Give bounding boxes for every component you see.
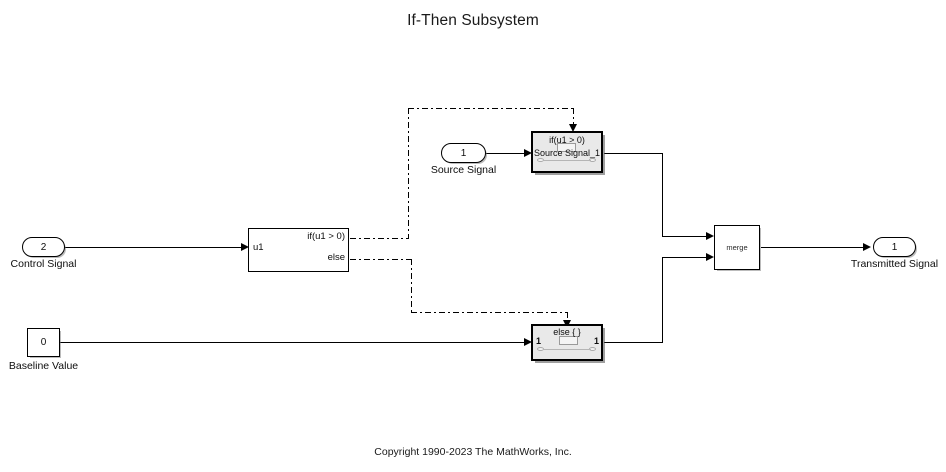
inport-source-signal-caption: Source Signal: [430, 164, 497, 176]
wire-control-signal-to-if-block: [62, 247, 245, 248]
constant-baseline-value[interactable]: 0: [27, 328, 60, 357]
action-wire-if-seg4: [573, 108, 574, 126]
if-action-subsystem-name-label: Source Signal_1: [533, 148, 601, 158]
arrowhead-merge-in2: [706, 252, 714, 261]
outport-transmitted-signal[interactable]: 1: [873, 237, 916, 257]
arrowhead-outport-transmitted: [863, 242, 871, 251]
constant-baseline-value-text: 0: [40, 337, 47, 348]
merge-block[interactable]: merge: [714, 225, 760, 270]
if-block-output-label-else: else: [327, 252, 345, 263]
wire-else-subsystem-out-v: [662, 257, 663, 343]
arrowhead-if-subsystem-in: [524, 148, 532, 157]
arrowhead-merge-in1: [706, 231, 714, 240]
else-action-subsystem-in-port-label: 1: [536, 336, 542, 346]
constant-baseline-value-caption: Baseline Value: [8, 360, 79, 372]
if-action-subsystem-condition-label: if(u1 > 0): [549, 135, 585, 145]
else-action-subsystem-condition-label: else { }: [553, 327, 581, 337]
action-wire-else-seg3: [411, 312, 568, 313]
wire-merge-to-outport: [761, 247, 865, 248]
else-action-subsystem-inner-line: [543, 349, 591, 350]
wire-to-merge-in2: [662, 257, 708, 258]
if-action-subsystem[interactable]: [531, 131, 603, 173]
wire-else-subsystem-out-h: [604, 342, 663, 343]
action-wire-else-seg2: [411, 259, 412, 313]
inport-source-signal-number: 1: [460, 147, 467, 159]
action-wire-else-seg4: [567, 312, 568, 322]
action-wire-if-seg3: [408, 108, 574, 109]
inport-control-signal-caption: Control Signal: [10, 258, 77, 270]
action-wire-if-seg2: [408, 108, 409, 239]
else-action-subsystem-out-port-label: 1: [594, 336, 600, 346]
arrowhead-if-action-port: [568, 124, 577, 132]
inport-source-signal[interactable]: 1: [441, 143, 486, 163]
else-action-subsystem[interactable]: [531, 324, 603, 361]
if-block-output-label-if: if(u1 > 0): [307, 231, 345, 242]
inport-control-signal[interactable]: 2: [22, 237, 65, 257]
wire-constant-to-else-subsystem: [57, 342, 530, 343]
page-title: If-Then Subsystem: [407, 12, 539, 29]
arrowhead-if-block-in: [241, 242, 249, 251]
action-wire-else-seg1: [350, 259, 412, 260]
wire-if-subsystem-out-v: [662, 153, 663, 237]
if-action-subsystem-inner-slot: [557, 143, 576, 152]
wire-source-signal-to-if-subsystem: [486, 153, 526, 154]
merge-block-label: merge: [726, 243, 748, 252]
action-wire-if-seg1: [350, 238, 409, 239]
if-block-input-label: u1: [253, 242, 264, 253]
copyright-notice: Copyright 1990-2023 The MathWorks, Inc.: [374, 446, 572, 458]
inport-control-signal-number: 2: [40, 241, 47, 253]
if-action-subsystem-inner-line: [543, 160, 591, 161]
arrowhead-else-subsystem-in: [524, 337, 532, 346]
if-block[interactable]: [248, 228, 349, 272]
wire-if-subsystem-out-h: [604, 153, 663, 154]
outport-transmitted-signal-caption: Transmitted Signal: [850, 258, 939, 270]
outport-transmitted-signal-number: 1: [891, 241, 898, 253]
else-action-subsystem-inner-slot: [559, 336, 578, 345]
wire-to-merge-in1: [662, 236, 708, 237]
